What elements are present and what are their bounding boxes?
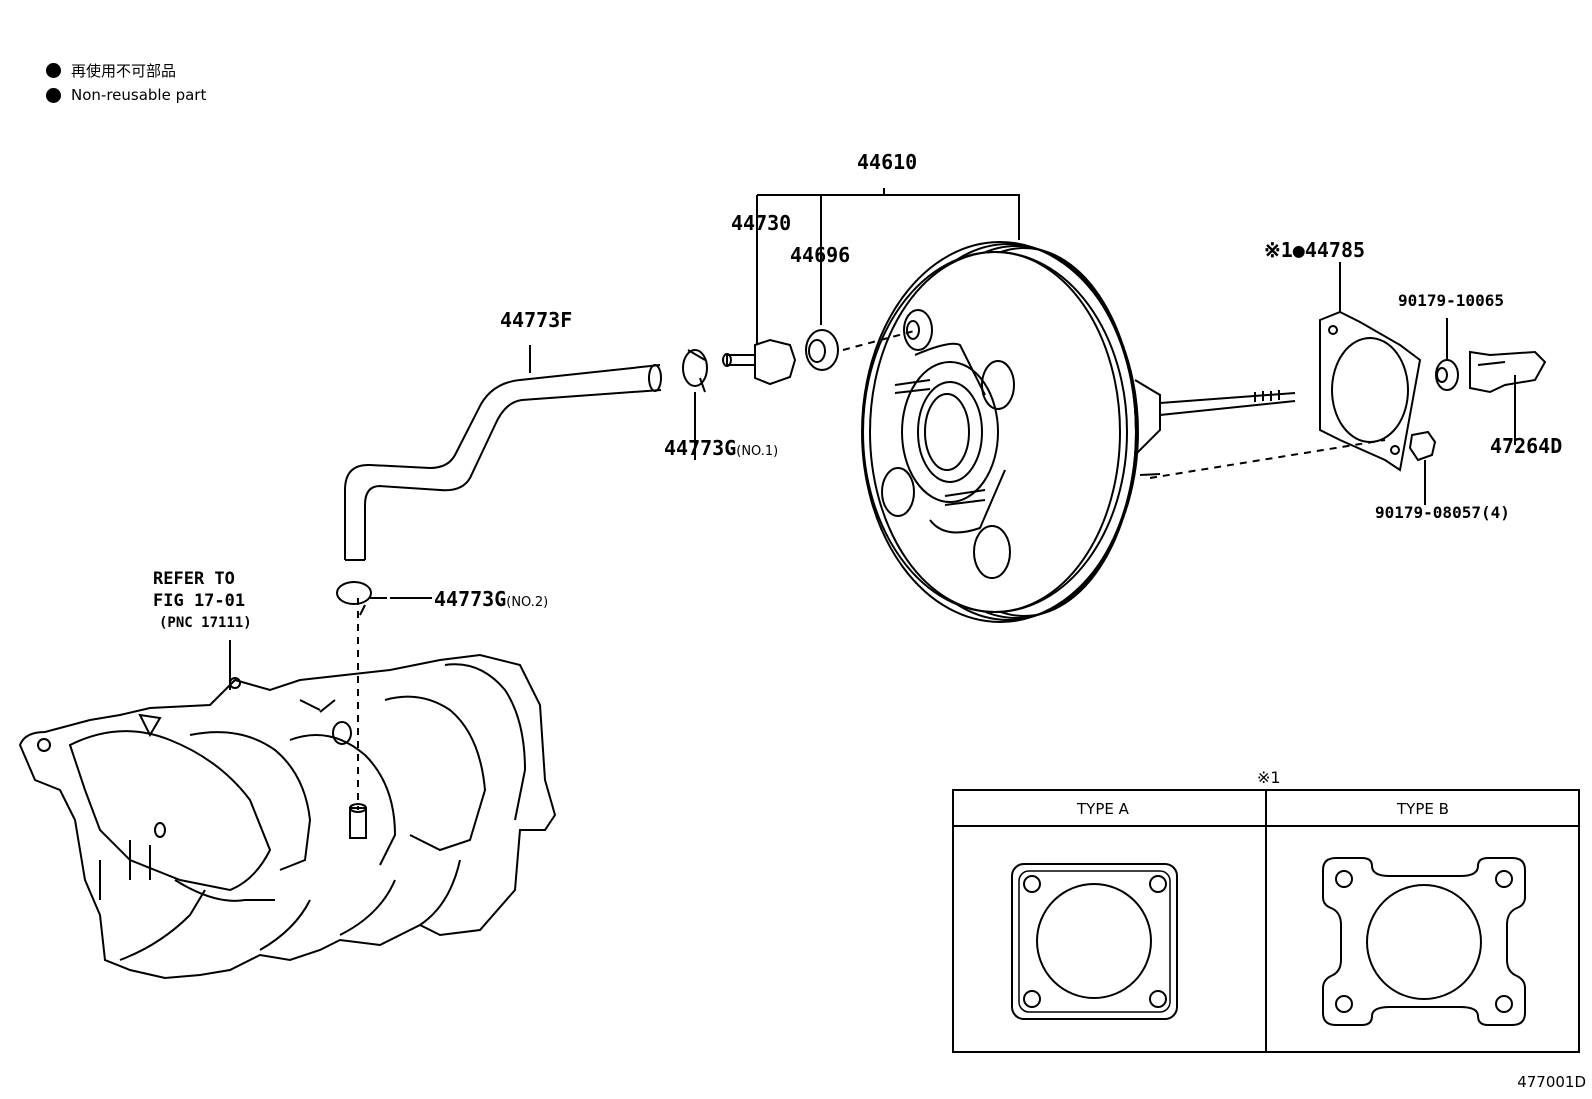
label-gasket[interactable]: ※1●44785 (1264, 238, 1366, 262)
label-clamp-no2[interactable]: 44773G(NO.2) (434, 587, 548, 611)
check-valve-part (722, 335, 797, 386)
clevis-part (1469, 350, 1547, 445)
legend-en-text: Non-reusable part (71, 86, 207, 104)
bullet-icon (46, 63, 61, 78)
clamp-no2-number: 44773G (434, 587, 507, 611)
label-clamp-no1[interactable]: 44773G(NO.1) (664, 436, 778, 460)
gasket-part (1319, 262, 1422, 472)
refer-line-3: (PNC 17111) (159, 615, 252, 631)
clamp-no2-part (336, 581, 432, 616)
legend-row-jp: 再使用不可部品 (46, 60, 176, 81)
legend-row-en: Non-reusable part (46, 86, 206, 104)
clamp-no2-tag: (NO.2) (506, 595, 549, 610)
type-a-label: TYPE A (1077, 800, 1129, 818)
label-nut-b[interactable]: 90179-08057(4) (1375, 503, 1510, 522)
bullet-icon (46, 87, 61, 103)
label-nut-a[interactable]: 90179-10065 (1398, 291, 1504, 310)
figure-code: 477001D (1517, 1073, 1586, 1091)
nut-b-part (1408, 430, 1437, 505)
align-dash-2 (1149, 439, 1386, 479)
brake-booster (861, 241, 1296, 623)
refer-line-2: FIG 17-01 (153, 591, 246, 611)
legend-jp-text: 再使用不可部品 (71, 62, 177, 80)
intake-manifold (18, 640, 557, 980)
label-vacuum-hose[interactable]: 44773F (500, 308, 573, 332)
booster-leader (756, 188, 1020, 335)
label-grommet[interactable]: 44696 (790, 243, 851, 267)
inset-box (952, 789, 1580, 1053)
label-clevis[interactable]: 47264D (1490, 434, 1563, 458)
grommet-part (805, 329, 839, 371)
refer-line-1: REFER TO (153, 569, 235, 589)
clamp-no1-part (682, 349, 708, 460)
inset-mark: ※1 (1257, 768, 1281, 787)
gasket-type-a (1011, 863, 1178, 1020)
type-b-label: TYPE B (1397, 800, 1449, 818)
vacuum-hose-part (344, 364, 662, 561)
clamp-no1-tag: (NO.1) (736, 444, 779, 459)
gasket-type-b (1322, 857, 1526, 1026)
label-booster[interactable]: 44610 (857, 150, 918, 174)
nut-a-part (1435, 318, 1459, 391)
refer-note[interactable]: REFER TO FIG 17-01 (PNC 17111) (153, 568, 252, 634)
clamp-no1-number: 44773G (664, 436, 737, 460)
label-check-valve[interactable]: 44730 (731, 211, 792, 235)
